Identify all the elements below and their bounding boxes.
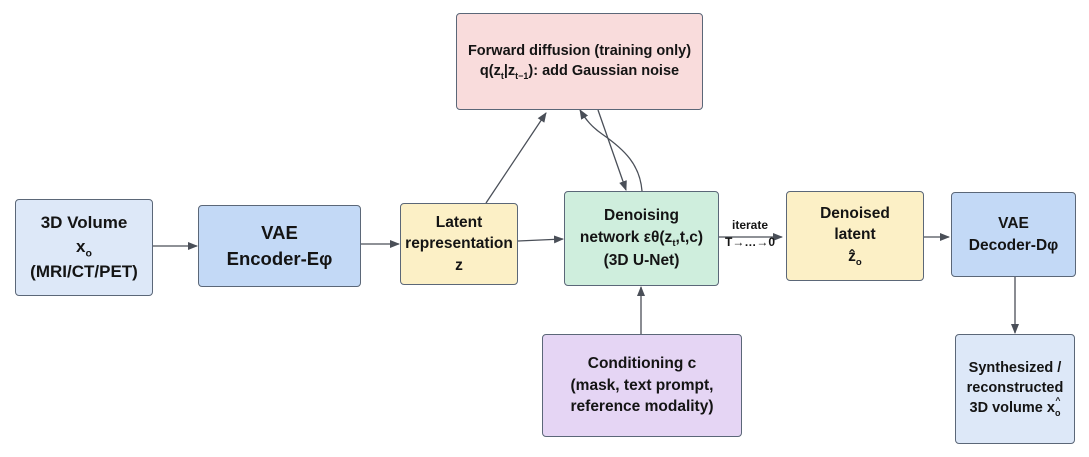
forward-diffusion-node: Forward diffusion (training only) q(zt|z… [456, 13, 703, 110]
conditioning-line3: reference modality) [570, 398, 714, 416]
conditioning-line2: (mask, text prompt, [570, 376, 714, 394]
forward-diffusion-line2: q(zt|zt−1): add Gaussian noise [479, 62, 680, 81]
vae-encoder-line1: VAE [261, 222, 298, 244]
denoised-line1: Denoised [820, 204, 890, 222]
arrow-forward-to-denoising [597, 109, 627, 191]
conditioning-node: Conditioning c (mask, text prompt, refer… [542, 334, 742, 437]
arrow-denoising-to-forward [579, 109, 643, 192]
conditioning-line1: Conditioning c [587, 355, 697, 373]
vae-encoder-line2: Encoder-Eφ [226, 248, 333, 269]
iterate-label-line1: iterate [731, 218, 769, 232]
denoising-line1: Denoising [604, 207, 679, 225]
input-volume-node: 3D Volume xo (MRI/CT/PET) [15, 199, 153, 296]
vae-decoder-line1: VAE [998, 215, 1029, 233]
latent-symbol: z [455, 256, 463, 274]
iterate-label-line2: T→…→0 [724, 235, 775, 250]
output-line1: Synthesized / [968, 360, 1062, 377]
forward-diffusion-line1: Forward diffusion (training only) [467, 42, 692, 59]
denoised-symbol: ẑo [848, 247, 862, 268]
output-line2: reconstructed [966, 380, 1064, 397]
output-volume-node: Synthesized / reconstructed 3D volume x^… [955, 334, 1075, 444]
latent-representation-node: Latent representation z [400, 203, 518, 285]
vae-encoder-node: VAE Encoder-Eφ [198, 205, 361, 287]
vae-decoder-node: VAE Decoder-Dφ [951, 192, 1076, 277]
denoised-latent-node: Denoised latent ẑo [786, 191, 924, 281]
iterate-label: iterate T→…→0 [721, 217, 779, 252]
vae-decoder-line2: Decoder-Dφ [968, 236, 1059, 254]
denoising-network-node: Denoising network εθ(zt,t,c) (3D U-Net) [564, 191, 719, 286]
latent-line2: representation [405, 235, 513, 253]
arrow-latent-to-forward-diffusion [485, 112, 547, 204]
denoising-line2: network εθ(zt,t,c) [579, 228, 704, 249]
input-volume-line1: 3D Volume [40, 213, 128, 233]
input-volume-symbol: xo [76, 236, 92, 259]
output-line3: 3D volume x^o [969, 394, 1061, 419]
input-volume-modalities: (MRI/CT/PET) [30, 262, 138, 282]
arrow-latent-to-denoising [517, 235, 564, 244]
latent-line1: Latent [435, 213, 483, 231]
denoised-line2: latent [834, 226, 876, 244]
denoising-line3: (3D U-Net) [603, 252, 680, 270]
